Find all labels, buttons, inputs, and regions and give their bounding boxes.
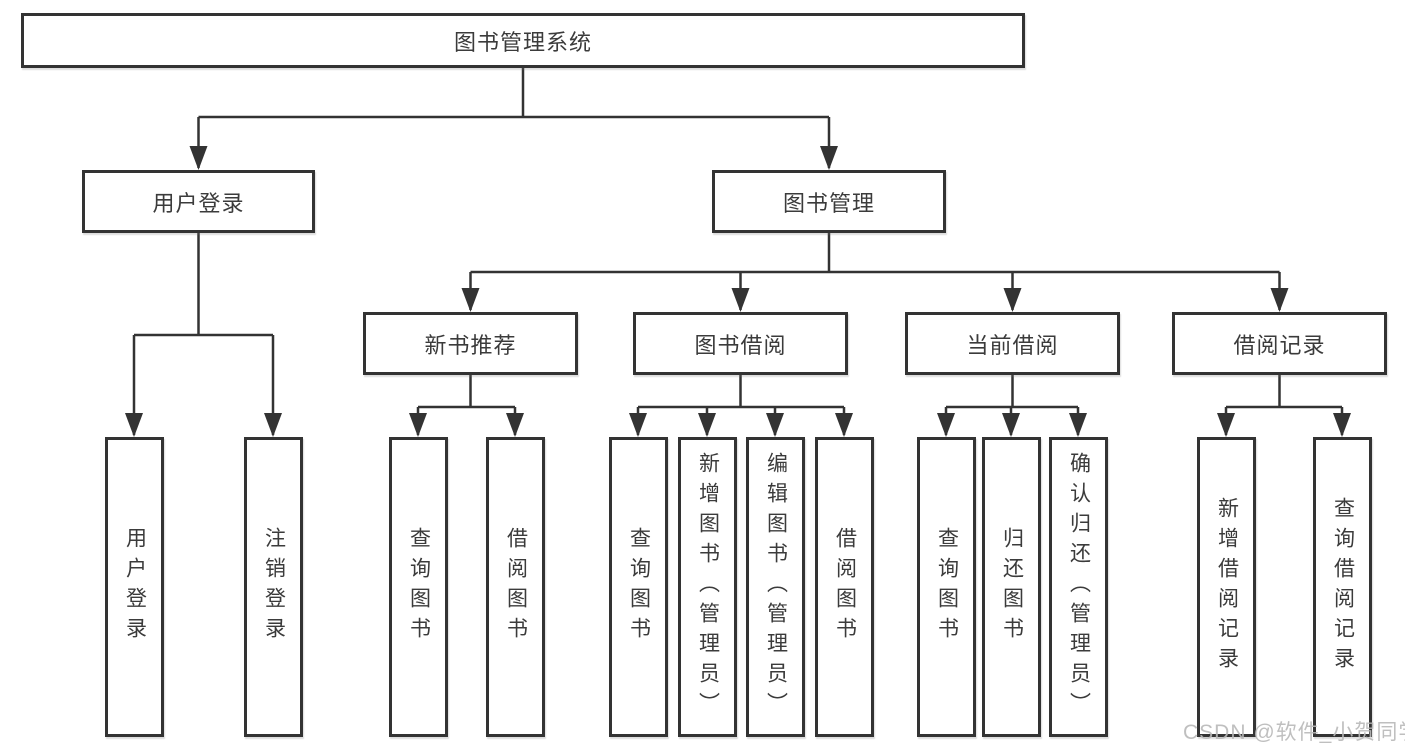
leaf-return-book: 归还图书 <box>982 437 1041 737</box>
node-library-system: 图书管理系统 <box>21 13 1025 68</box>
leaf-user-login-label: 用户登录 <box>123 527 147 647</box>
leaf-query-borrow-record: 查询借阅记录 <box>1313 437 1372 737</box>
watermark: CSDN @软件_小贺同学 <box>1183 721 1405 744</box>
leaf-borrow-book-recommend-label: 借阅图书 <box>504 527 528 647</box>
leaf-query-book-borrowing-label: 查询图书 <box>627 527 651 647</box>
node-book-management: 图书管理 <box>712 170 946 233</box>
leaf-query-book-borrowing: 查询图书 <box>609 437 668 737</box>
node-user-login-label: 用户登录 <box>152 190 245 216</box>
node-book-borrowing-label: 图书借阅 <box>694 332 787 358</box>
leaf-edit-book-admin-label: 编辑图书（管理员） <box>764 452 788 722</box>
leaf-logout-label: 注销登录 <box>262 527 286 647</box>
leaf-logout: 注销登录 <box>244 437 303 737</box>
node-borrowing-records-label: 借阅记录 <box>1233 332 1326 358</box>
leaf-add-book-admin: 新增图书（管理员） <box>678 437 737 737</box>
leaf-borrow-book-recommend: 借阅图书 <box>486 437 545 737</box>
node-user-login: 用户登录 <box>82 170 315 233</box>
leaf-add-borrow-record: 新增借阅记录 <box>1197 437 1256 737</box>
leaf-query-book-current: 查询图书 <box>917 437 976 737</box>
node-borrowing-records: 借阅记录 <box>1172 312 1387 375</box>
node-new-book-recommend-label: 新书推荐 <box>424 332 517 358</box>
leaf-query-borrow-record-label: 查询借阅记录 <box>1331 497 1355 677</box>
node-current-borrowing-label: 当前借阅 <box>966 332 1059 358</box>
leaf-query-book-current-label: 查询图书 <box>935 527 959 647</box>
leaf-query-book-recommend: 查询图书 <box>389 437 448 737</box>
leaf-confirm-return-admin-label: 确认归还（管理员） <box>1067 452 1091 722</box>
leaf-edit-book-admin: 编辑图书（管理员） <box>746 437 805 737</box>
leaf-borrow-book-label: 借阅图书 <box>833 527 857 647</box>
leaf-borrow-book: 借阅图书 <box>815 437 874 737</box>
leaf-user-login: 用户登录 <box>105 437 164 737</box>
node-library-system-label: 图书管理系统 <box>453 29 592 55</box>
leaf-confirm-return-admin: 确认归还（管理员） <box>1049 437 1108 737</box>
leaf-add-borrow-record-label: 新增借阅记录 <box>1215 497 1239 677</box>
leaf-query-book-recommend-label: 查询图书 <box>407 527 431 647</box>
node-book-management-label: 图书管理 <box>782 190 875 216</box>
leaf-add-book-admin-label: 新增图书（管理员） <box>696 452 720 722</box>
node-new-book-recommend: 新书推荐 <box>363 312 578 375</box>
leaf-return-book-label: 归还图书 <box>1000 527 1024 647</box>
node-book-borrowing: 图书借阅 <box>633 312 848 375</box>
node-current-borrowing: 当前借阅 <box>905 312 1120 375</box>
